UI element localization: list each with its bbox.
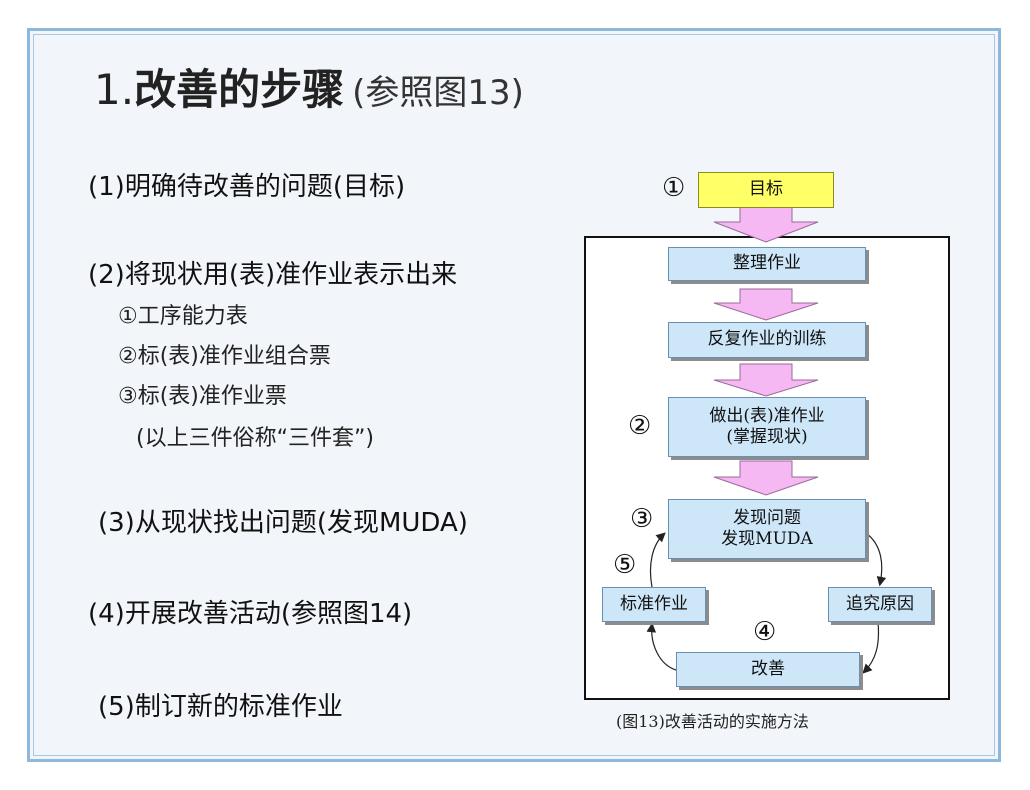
- slide-inner-border: [33, 34, 995, 756]
- cycle-arrow-improve-to-standard: [646, 622, 677, 671]
- box-repeated-training-label: 反复作业的训练: [707, 329, 827, 350]
- arrow-goal-to-box1: [713, 205, 819, 243]
- step-2-item-1: ①工序能力表: [118, 304, 248, 329]
- cycle-arrow-detect-to-cause: [865, 532, 887, 587]
- step-4: (4)开展改善活动(参照图14): [88, 599, 413, 629]
- marker-1: ①: [662, 173, 686, 203]
- title-main: 改善的步骤: [134, 65, 345, 114]
- box-root-cause-label: 追究原因: [846, 593, 914, 614]
- step-5: (5)制订新的标准作业: [98, 692, 343, 722]
- cycle-arrow-cause-to-improve: [862, 621, 880, 674]
- box-find-problems-line2: 发现MUDA: [721, 529, 813, 549]
- step-2-item-3: ③标(表)准作业票: [118, 384, 287, 409]
- box-standard-work: 标准作业: [602, 587, 706, 622]
- cycle-arrow-standard-to-detect: [649, 532, 666, 588]
- marker-2: ②: [628, 411, 652, 441]
- marker-4: ④: [753, 617, 777, 647]
- box-standard-work-current: 做出(表)准作业 (掌握现状): [668, 397, 866, 457]
- box-improvement-label: 改善: [751, 658, 785, 679]
- box-root-cause: 追究原因: [828, 587, 932, 622]
- box-goal: 目标: [698, 172, 834, 208]
- diagram-caption: (图13)改善活动的实施方法: [616, 712, 809, 731]
- arrow-box1-to-box2: [713, 288, 819, 321]
- step-2-item-2: ②标(表)准作业组合票: [118, 344, 331, 369]
- box-repeated-training: 反复作业的训练: [668, 322, 866, 358]
- marker-5: ⑤: [613, 550, 637, 580]
- box-improvement: 改善: [676, 652, 860, 687]
- box-goal-label: 目标: [749, 179, 783, 200]
- step-1: (1)明确待改善的问题(目标): [88, 172, 406, 202]
- box-standard-work-line1: 做出(表)准作业: [709, 405, 825, 426]
- box-find-problems-line1: 发现问题: [733, 507, 801, 528]
- arrow-box2-to-box3: [713, 363, 819, 397]
- box-standard-work-label: 标准作业: [620, 593, 688, 614]
- marker-3: ③: [630, 504, 654, 534]
- title-number: 1.: [94, 65, 135, 114]
- arrow-box3-to-box4: [713, 460, 819, 496]
- step-2-note: (以上三件俗称“三件套”): [136, 426, 374, 451]
- box-standard-work-line2: (掌握现状): [726, 427, 808, 447]
- step-2: (2)将现状用(表)准作业表示出来: [88, 260, 458, 290]
- box-organize-work-label: 整理作业: [733, 253, 801, 274]
- slide-title: 1.改善的步骤(参照图13): [94, 56, 524, 117]
- title-reference: (参照图13): [352, 73, 524, 113]
- box-organize-work: 整理作业: [668, 247, 866, 281]
- box-find-problems: 发现问题 发现MUDA: [668, 499, 866, 559]
- step-3: (3)从现状找出问题(发现MUDA): [98, 508, 468, 538]
